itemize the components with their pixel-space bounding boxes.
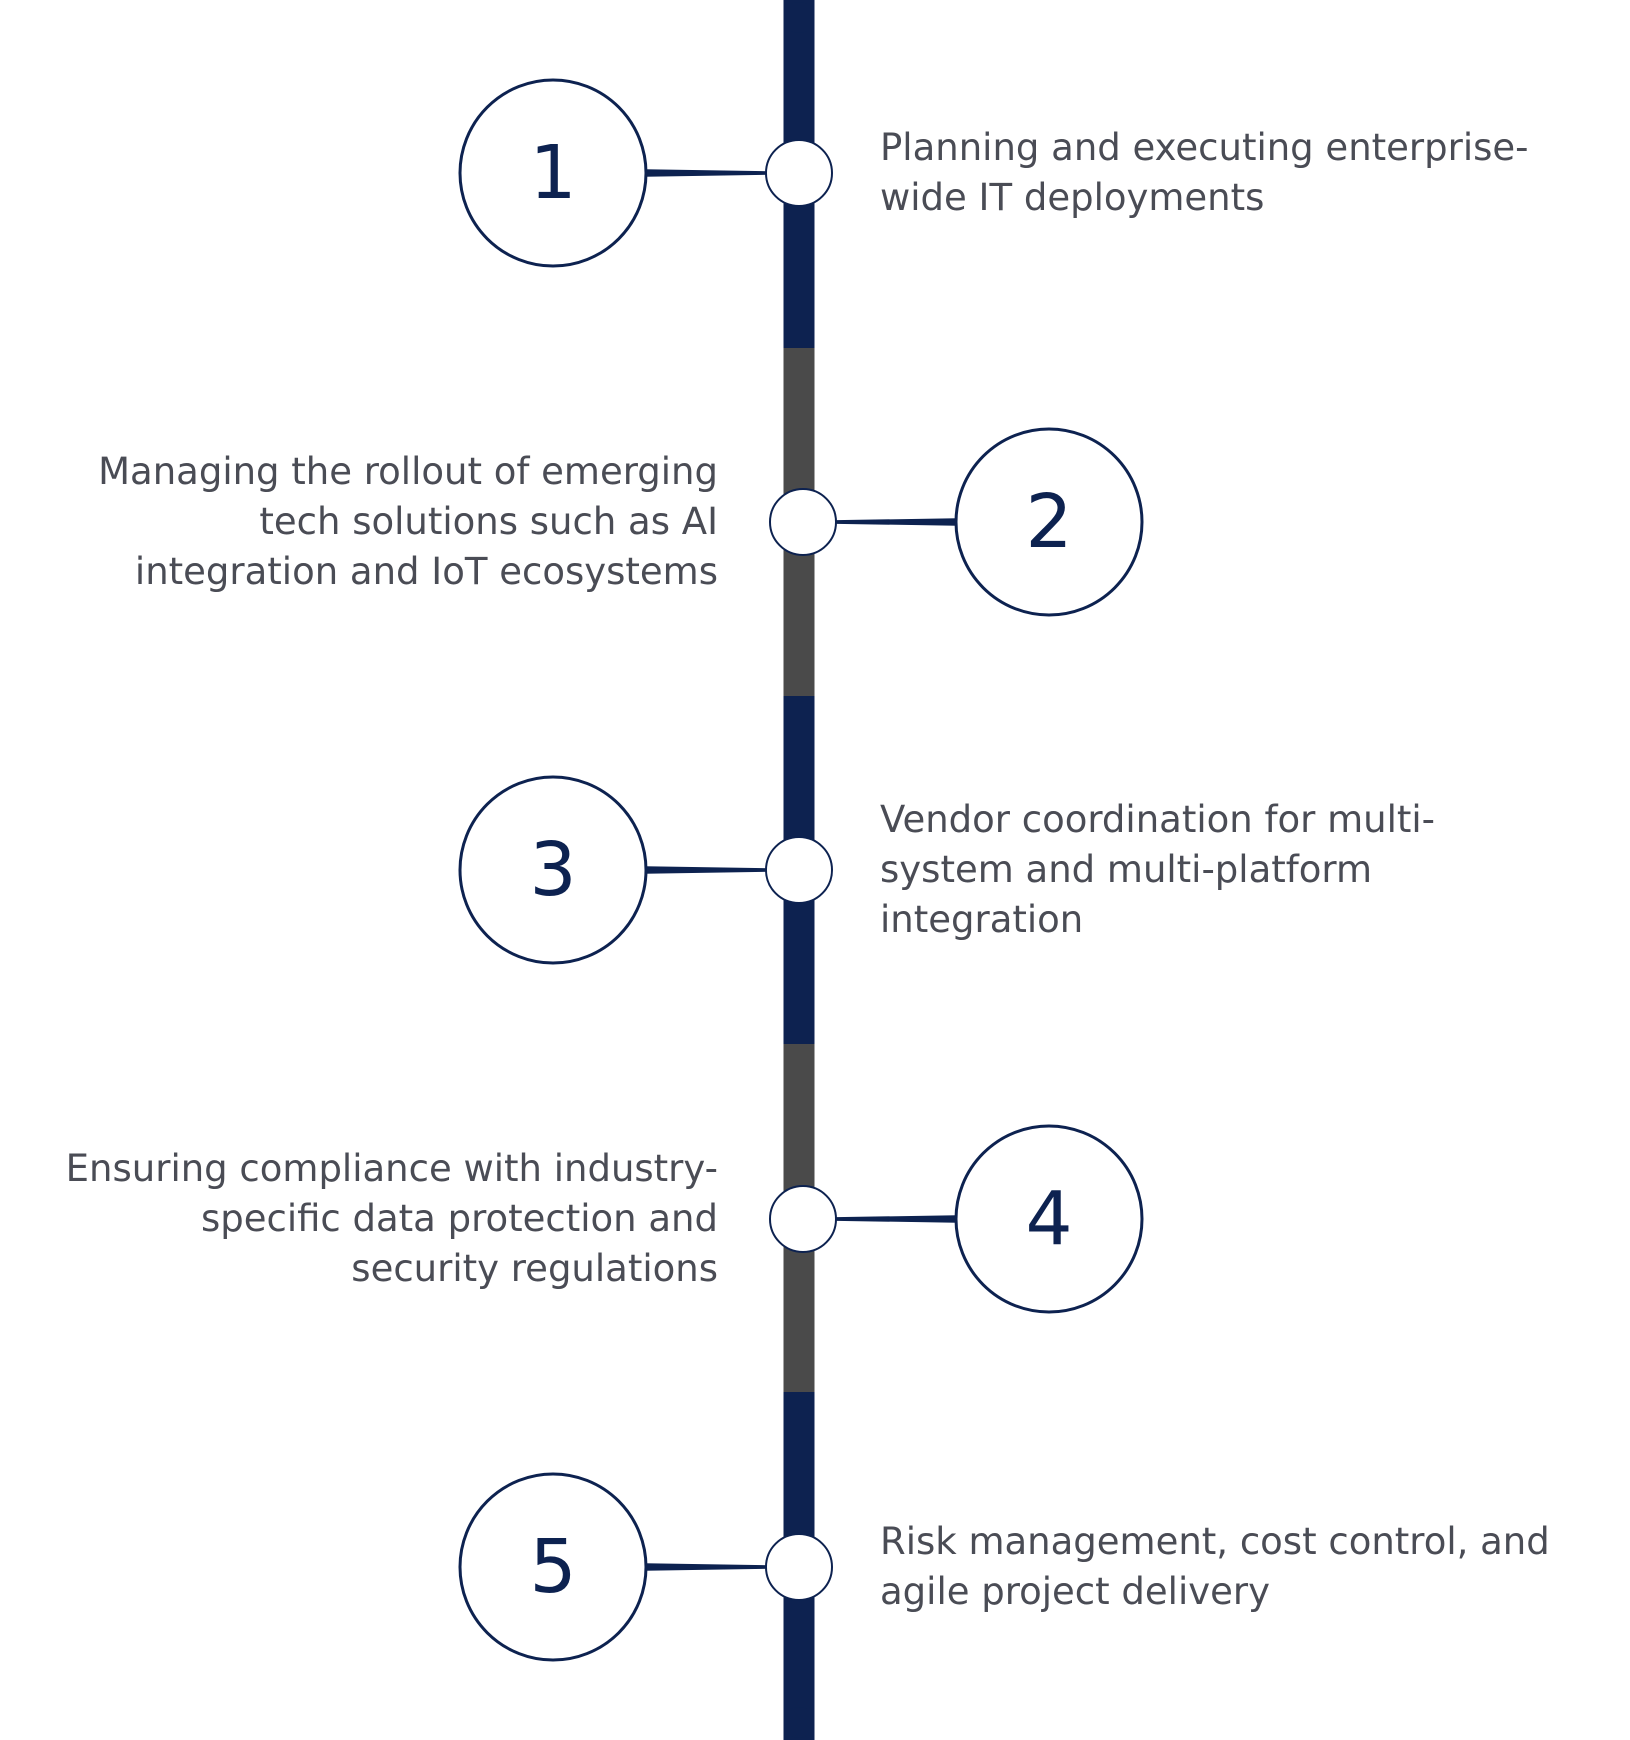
step-description-line: system and multi-platform (880, 848, 1373, 891)
timeline-node-3 (765, 836, 833, 904)
step-description-line: agile project delivery (880, 1570, 1270, 1613)
step-description-5: Risk management, cost control, and agile … (880, 1517, 1600, 1617)
timeline-node-1 (765, 139, 833, 207)
timeline-node-2 (769, 488, 837, 556)
number-circles (458, 78, 1144, 1662)
step-circle-3 (458, 775, 648, 965)
step-description-line: Risk management, cost control, and (880, 1520, 1550, 1563)
step-number-3: 3 (529, 827, 577, 913)
connector-1 (645, 169, 769, 177)
step-description-2: Managing the rollout of emerging tech sol… (0, 447, 718, 597)
timeline-node-5 (765, 1533, 833, 1601)
step-number-2: 2 (1025, 479, 1073, 565)
step-number-4: 4 (1025, 1176, 1073, 1262)
connector-4 (829, 1215, 957, 1223)
step-description-line: integration (880, 898, 1084, 941)
connector-5 (645, 1563, 769, 1571)
step-description-line: Ensuring compliance with industry- (65, 1147, 718, 1190)
step-description-line: security regulations (351, 1247, 718, 1290)
step-description-3: Vendor coordination for multi-system and… (880, 795, 1600, 945)
connector-2 (829, 518, 957, 526)
connector-3 (645, 866, 769, 874)
step-description-line: Vendor coordination for multi- (880, 798, 1435, 841)
step-description-4: Ensuring compliance with industry-specif… (0, 1144, 718, 1294)
step-description-line: tech solutions such as AI (259, 500, 718, 543)
timeline-node-4 (769, 1185, 837, 1253)
step-circle-2 (954, 427, 1144, 617)
spine-cap-top (783, 2, 815, 33)
step-circle-1 (458, 78, 648, 268)
step-description-line: specific data protection and (200, 1197, 718, 1240)
step-description-line: Managing the rollout of emerging (98, 450, 718, 493)
step-circle-5 (458, 1472, 648, 1662)
step-description-line: wide IT deployments (880, 176, 1265, 219)
step-circle-4 (954, 1124, 1144, 1314)
step-description-line: integration and IoT ecosystems (134, 550, 718, 593)
step-number-5: 5 (529, 1524, 577, 1610)
timeline-nodes (765, 139, 837, 1601)
step-description-1: Planning and executing enterprise-wide I… (880, 123, 1600, 223)
step-number-1: 1 (529, 130, 577, 216)
spine-cap-bottom (783, 1707, 815, 1738)
step-description-line: Planning and executing enterprise- (880, 126, 1529, 169)
